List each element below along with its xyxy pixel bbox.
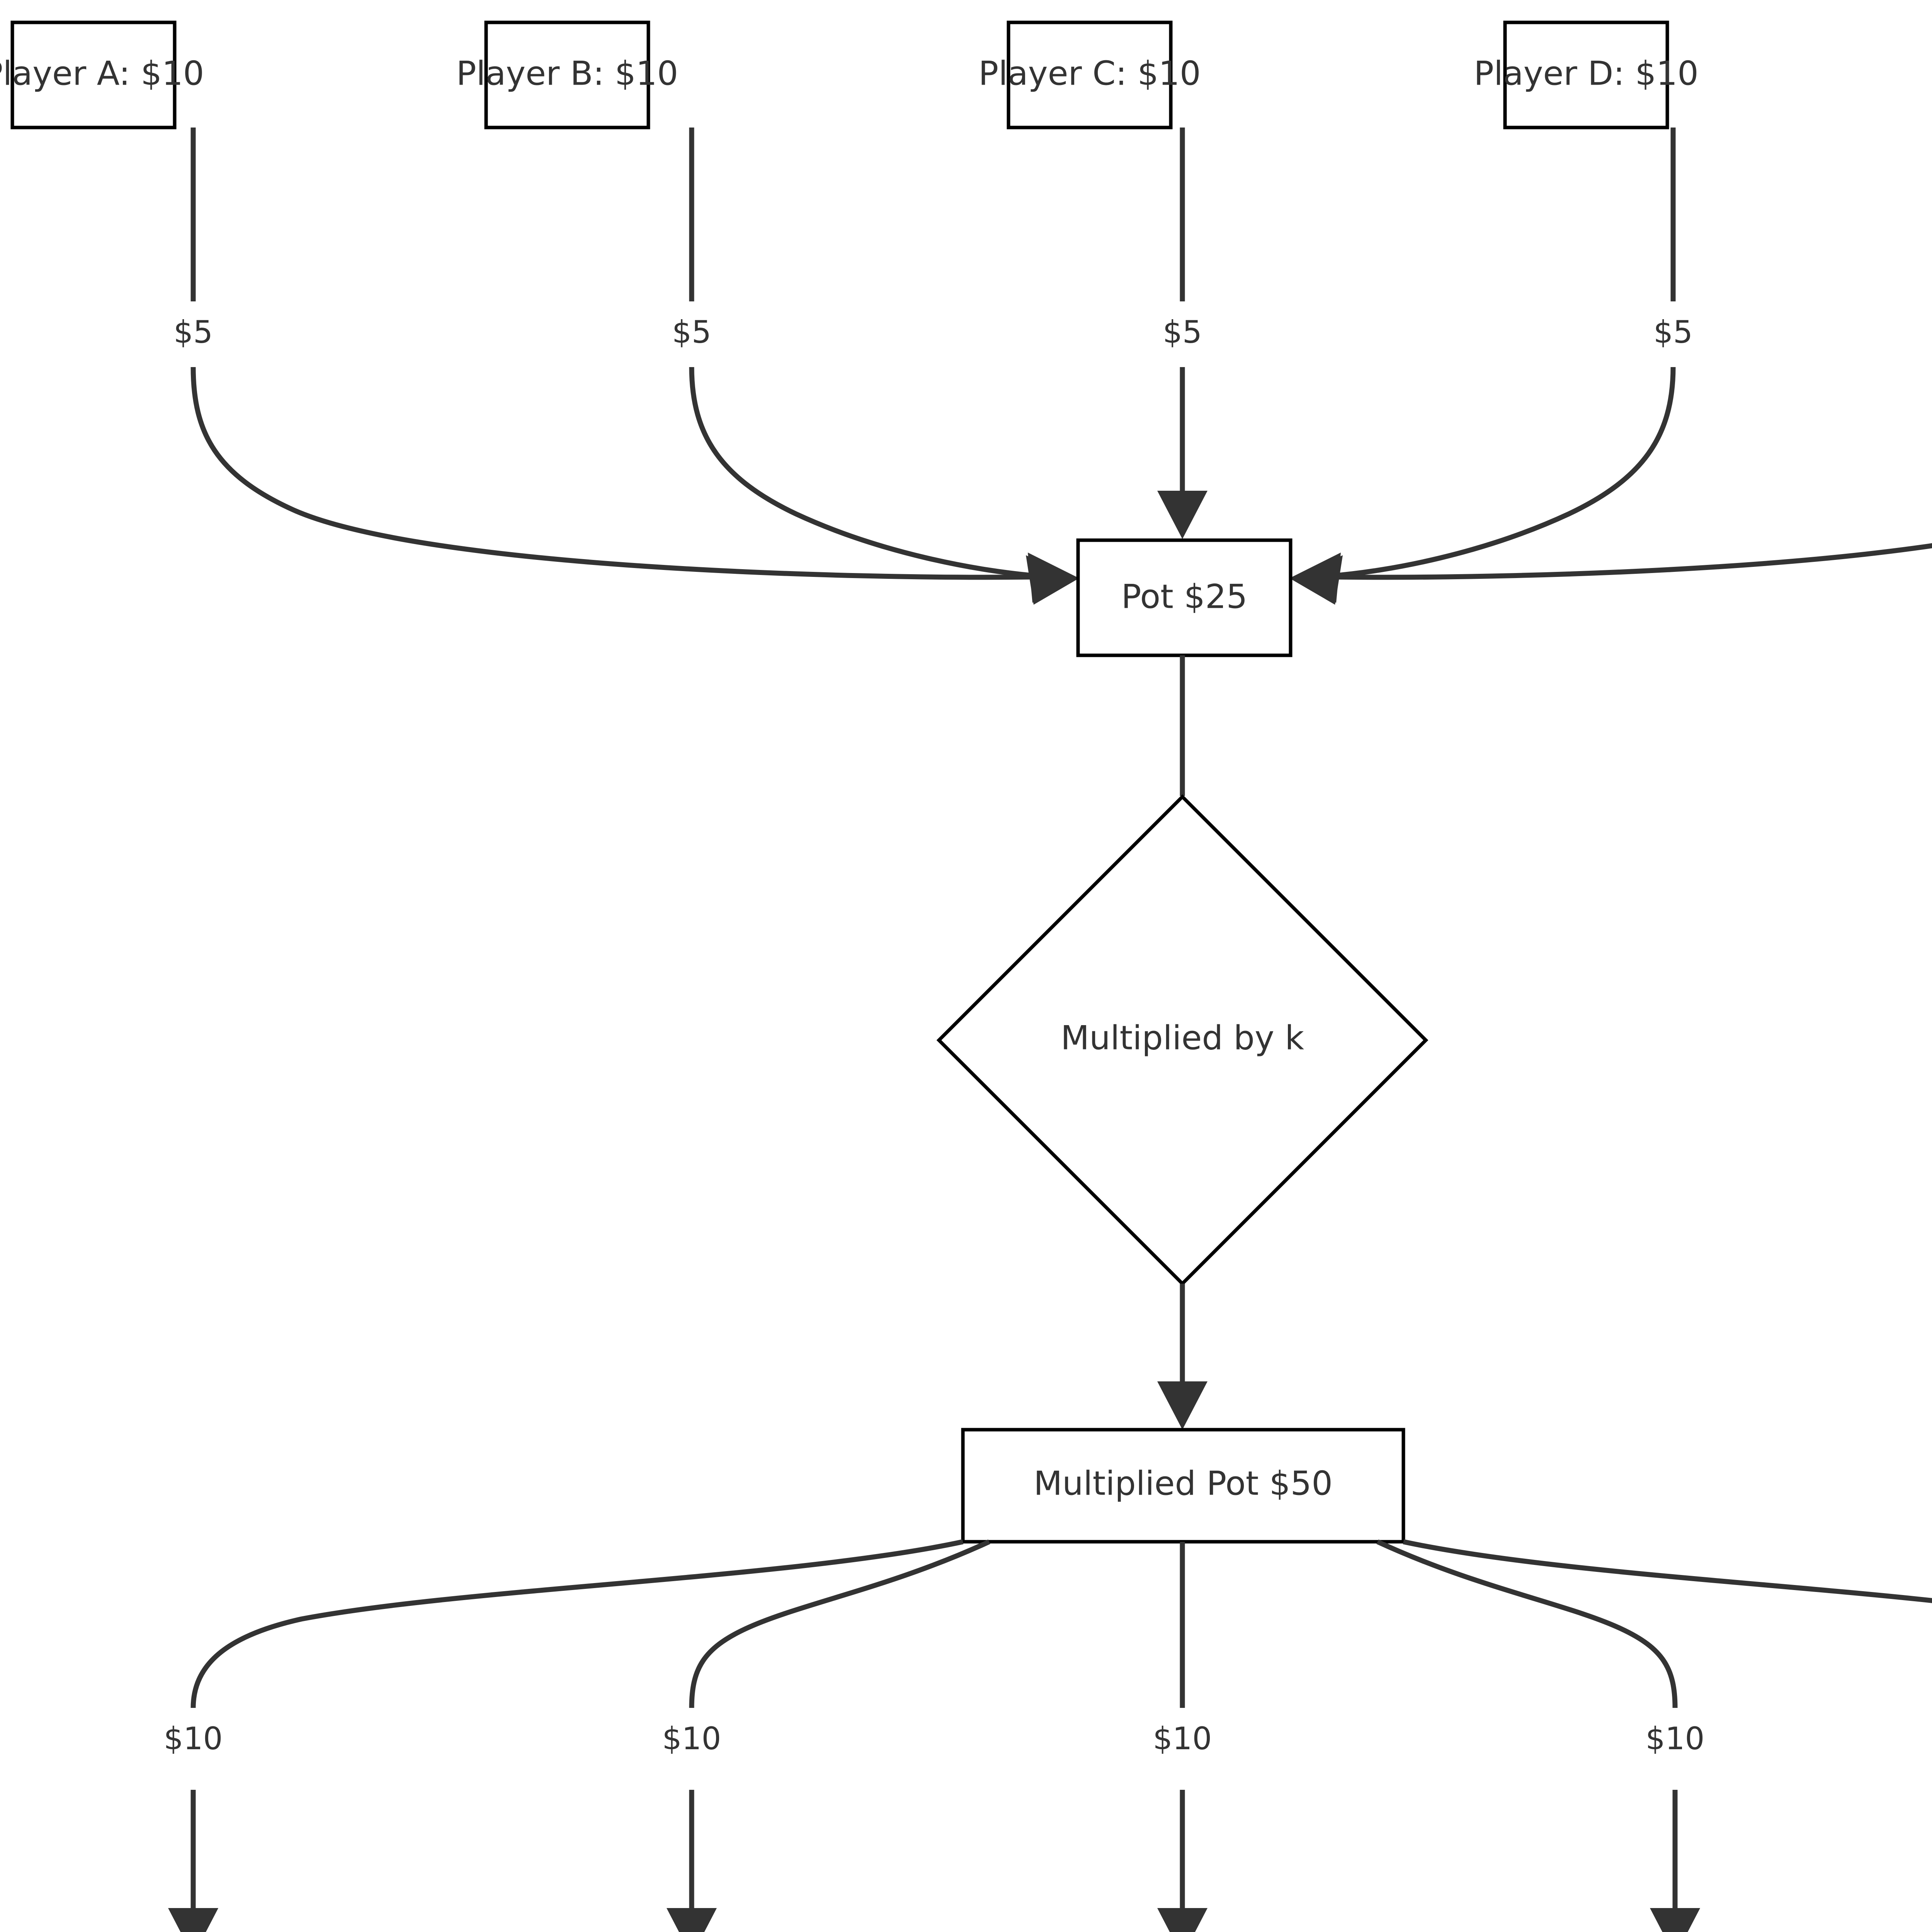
node-playerD-in[interactable]: Player D: $10 [1474, 20, 1699, 129]
node-playerC-in-label: Player C: $10 [978, 54, 1201, 93]
edge-playerA-payout-curve [190, 1539, 964, 1708]
node-multiplied-pot-label: Multiplied Pot $50 [1034, 1464, 1333, 1503]
edge-multiplier-to-multiplied-pot [1157, 1284, 1208, 1430]
node-playerD-in-box [1503, 20, 1669, 129]
edge-playerB-payout-arrowhead [667, 1908, 717, 1932]
edge-multiplied-pot-to-playerD: $10 [1376, 1539, 1705, 1932]
edge-playerD-curve [1329, 367, 1676, 579]
node-playerA-in[interactable]: Player A: $10 [0, 20, 204, 129]
node-playerB-in-label: Player B: $10 [456, 54, 678, 93]
edge-multiplier-pot-arrowhead [1157, 1381, 1208, 1430]
edge-multiplied-pot-to-playerB: $10 [662, 1539, 990, 1932]
edge-playerD-to-pot: $5 [1291, 128, 1693, 605]
edge-playerB-arrowhead [1026, 555, 1078, 605]
edge-playerC-payout-arrowhead [1157, 1908, 1208, 1932]
edge-playerE-payout-curve [1403, 1539, 1932, 1603]
edge-playerC-arrowhead [1157, 491, 1208, 539]
edge-label-playerB-payout: $10 [662, 1721, 721, 1757]
node-playerA-in-label: Player A: $10 [0, 54, 204, 93]
edge-multiplied-pot-to-playerC: $10 [1153, 1542, 1212, 1932]
edge-playerB-payout-curve [689, 1539, 990, 1708]
edge-label-playerD-contribution: $5 [1653, 314, 1693, 350]
node-multiplied-pot[interactable]: Multiplied Pot $50 [961, 1428, 1405, 1544]
edge-playerA-curve [190, 367, 1040, 580]
node-pot-label: Pot $25 [1121, 577, 1248, 616]
node-playerB-in[interactable]: Player B: $10 [456, 20, 678, 129]
node-playerB-in-box [484, 20, 650, 129]
edge-playerB-curve [689, 367, 1040, 579]
edge-label-playerB-contribution: $5 [672, 314, 711, 350]
node-playerD-in-label: Player D: $10 [1474, 54, 1699, 93]
edge-playerC-to-pot: $5 [1157, 128, 1208, 539]
node-playerA-in-box [10, 20, 177, 129]
node-playerC-in[interactable]: Player C: $10 [978, 20, 1201, 129]
edge-multiplied-pot-to-playerA: $10 [164, 1539, 964, 1932]
edge-playerE-to-pot: $5 [1291, 543, 1932, 603]
node-playerC-in-box [1007, 20, 1173, 129]
edge-playerA-payout-arrowhead [168, 1908, 218, 1932]
edge-playerD-payout-curve [1376, 1539, 1678, 1708]
edge-label-playerA-contribution: $5 [173, 314, 213, 350]
node-multiplier[interactable]: Multiplied by k [936, 794, 1429, 1286]
node-pot[interactable]: Pot $25 [1076, 538, 1293, 657]
edge-playerA-to-pot: $5 [173, 128, 1078, 603]
edge-playerE-curve [1329, 543, 1932, 580]
edge-playerD-payout-arrowhead [1650, 1908, 1700, 1932]
edge-label-playerA-payout: $10 [164, 1721, 223, 1757]
edge-multiplied-pot-to-playerE: $10 [1403, 1539, 1932, 1603]
edge-label-playerC-contribution: $5 [1163, 314, 1202, 350]
edge-playerE-arrowhead [1291, 553, 1341, 603]
edge-label-playerD-payout: $10 [1646, 1721, 1705, 1757]
node-multiplier-label: Multiplied by k [1061, 1019, 1304, 1057]
edge-label-playerC-payout: $10 [1153, 1721, 1212, 1757]
edge-playerB-to-pot: $5 [672, 128, 1078, 605]
